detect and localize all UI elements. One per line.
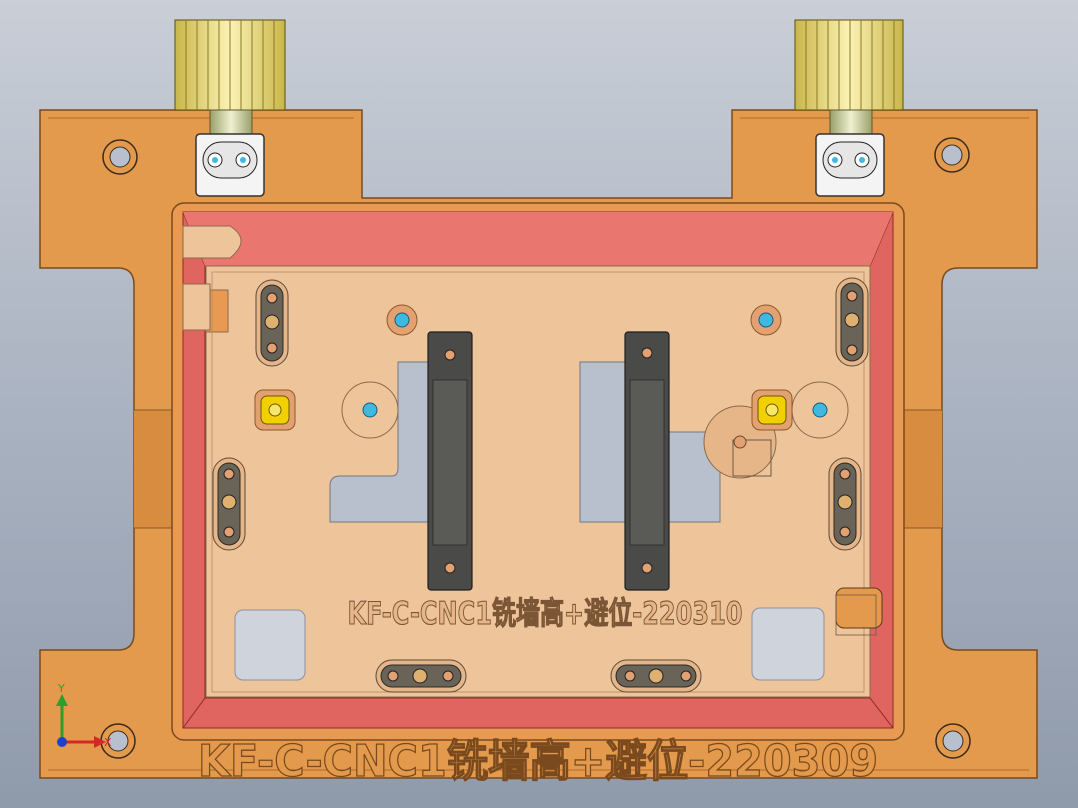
slot-clamp-mid-right[interactable] xyxy=(828,457,862,551)
pin-cyan-3 xyxy=(362,402,378,418)
mount-hole-top-right xyxy=(934,137,970,173)
inner-plate-border xyxy=(211,271,865,693)
mount-hole-bottom-right xyxy=(935,723,971,759)
corner-relief xyxy=(182,225,242,259)
clamp-left[interactable] xyxy=(427,331,473,591)
slot-clamp-bottom-right[interactable] xyxy=(610,659,702,693)
locator-hole xyxy=(733,435,747,449)
axis-triad: Y X xyxy=(56,682,112,749)
square-locator xyxy=(732,439,772,477)
slot-clamp-top-right[interactable] xyxy=(835,277,869,367)
pin-yellow-right xyxy=(751,389,793,431)
mount-hole-top-left xyxy=(102,139,138,175)
pocket-wall-top-shade xyxy=(183,212,893,266)
base-plate-inner-edge xyxy=(48,117,1029,771)
slot-clamp-bottom-left[interactable] xyxy=(375,659,467,693)
slot-clamp-top-left[interactable] xyxy=(255,279,289,367)
pin-cyan-2 xyxy=(750,304,782,336)
knob-assembly-right[interactable] xyxy=(794,19,904,197)
inner-plate xyxy=(205,265,871,698)
cutout-left xyxy=(329,361,439,523)
left-side-notch xyxy=(134,409,173,529)
side-tab-right-outline xyxy=(835,594,877,636)
plate-engraving: KF-C-CNC1铣墙高+避位-220310 xyxy=(348,596,743,632)
right-side-notch xyxy=(903,409,942,529)
base-engraving: KF-C-CNC1铣墙高+避位-220309 xyxy=(198,736,878,787)
cutout-bottom-left xyxy=(234,609,306,681)
pin-cyan-1 xyxy=(386,304,418,336)
slot-clamp-mid-left[interactable] xyxy=(212,457,246,551)
knob-assembly-left[interactable] xyxy=(174,19,286,197)
pin-cyan-4 xyxy=(812,402,828,418)
clamp-right[interactable] xyxy=(624,331,670,591)
pin-yellow-left xyxy=(254,389,296,431)
side-relief xyxy=(182,283,211,331)
cutout-bottom-right xyxy=(751,607,825,681)
side-tab-right xyxy=(835,587,883,629)
axis-y-label: Y xyxy=(57,682,65,695)
axis-x-label: X xyxy=(104,736,112,749)
